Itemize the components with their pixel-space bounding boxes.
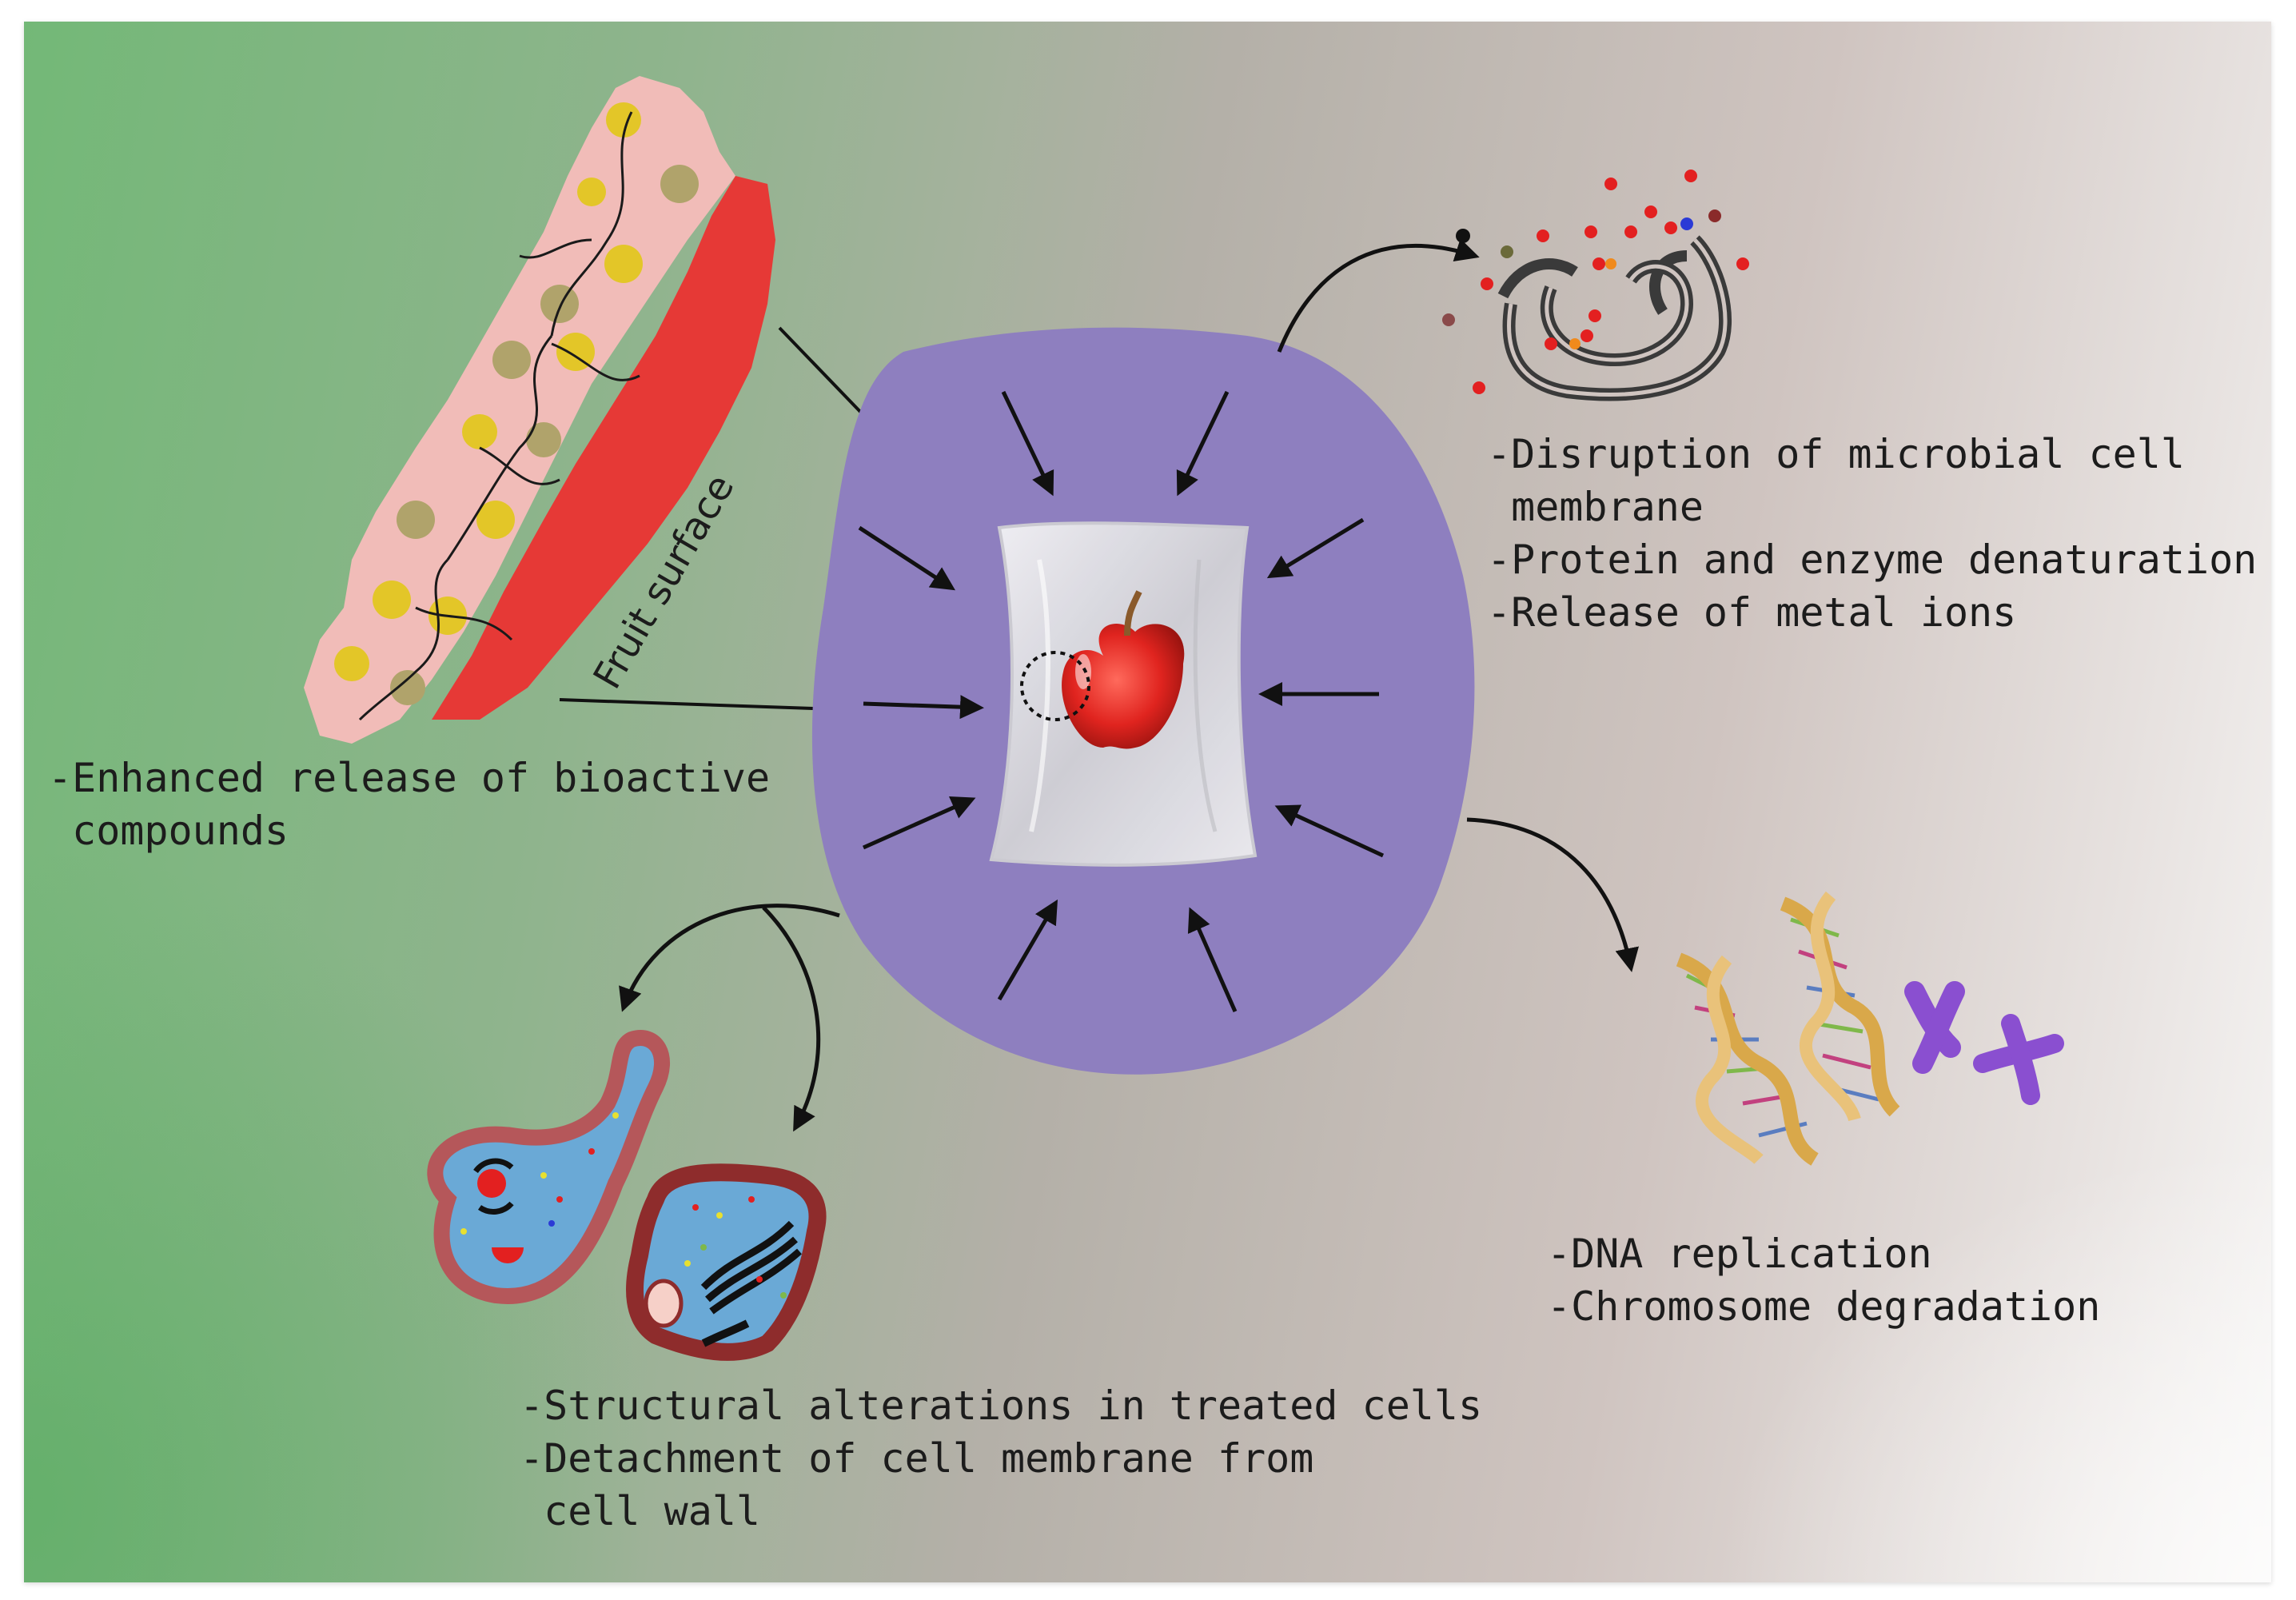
structural-line-3: cell wall (520, 1488, 761, 1534)
dna-effects-label: -DNA replication -Chromosome degradation (1547, 1227, 2100, 1333)
fruit-skin (432, 176, 775, 720)
bioactive-label: -Enhanced release of bioactive compounds (48, 752, 770, 857)
chromosome-icon (1904, 981, 2064, 1105)
structural-line-2: -Detachment of cell membrane from (520, 1435, 1314, 1482)
microbial-line-2: membrane (1487, 484, 1704, 530)
yeast-cell (427, 1030, 671, 1304)
structural-line-1: -Structural alterations in treated cells (520, 1383, 1483, 1429)
tissue-fibers (358, 111, 640, 721)
microbial-line-3: -Protein and enzyme denaturation (1487, 537, 2258, 583)
arrow-to-dna (1466, 817, 1639, 972)
microbial-line-4: -Release of metal ions (1487, 589, 2017, 636)
microbial-cell-icon (427, 1030, 827, 1361)
metal-ions (1442, 170, 1749, 394)
arrow-to-cell-right (762, 906, 821, 1132)
dna-helix-icon (1676, 891, 1900, 1166)
arrow-to-membrane (1277, 238, 1480, 353)
dna-line-1: -DNA replication (1547, 1231, 1932, 1277)
fruit-flesh (304, 76, 735, 744)
dna-line-2: -Chromosome degradation (1547, 1283, 2101, 1330)
tissue-cells (334, 102, 699, 705)
bioactive-line-1: -Enhanced release of bioactive (48, 755, 771, 801)
bioactive-line-2: compounds (48, 808, 289, 854)
effect-arrows (619, 238, 1639, 1132)
arrow-to-cell-left (619, 904, 840, 1012)
microbial-line-1: -Disruption of microbial cell (1487, 431, 2185, 477)
structural-effects-label: -Structural alterations in treated cells… (520, 1379, 1482, 1538)
fruit-tissue-section (304, 76, 775, 744)
microbial-effects-label: -Disruption of microbial cell membrane -… (1487, 428, 2257, 639)
pressure-arrows (858, 390, 1385, 1013)
magnify-circle (1020, 651, 1090, 721)
vacuum-packed-apple (989, 521, 1258, 867)
disrupted-membrane-icon (1442, 170, 1749, 401)
